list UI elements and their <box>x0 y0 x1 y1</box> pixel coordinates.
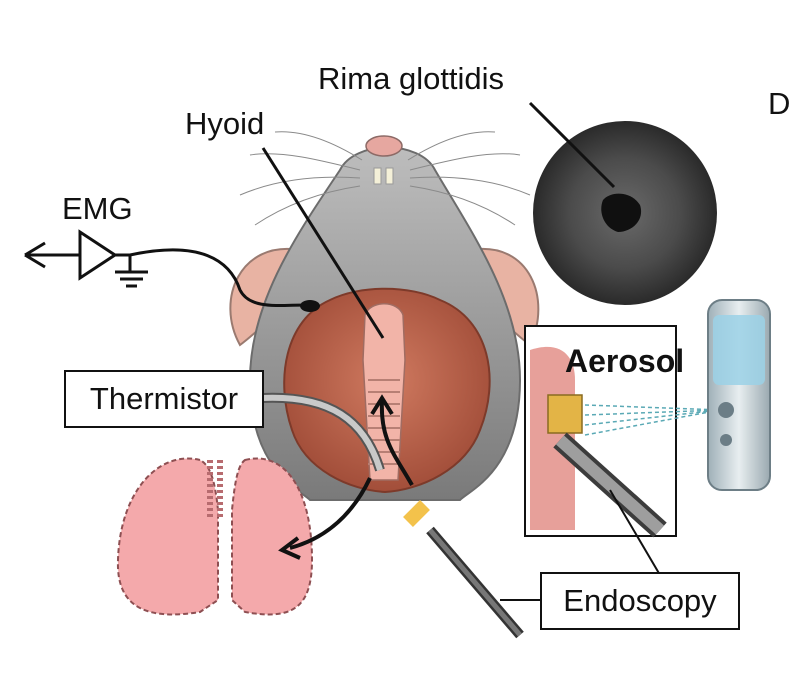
label-thermistor: Thermistor <box>64 370 264 428</box>
lung-arrow <box>289 477 372 550</box>
nebulizer-bottle <box>707 299 771 491</box>
aerosol-inset-illustration <box>530 346 721 538</box>
lungs-illustration <box>116 457 314 616</box>
label-hyoid: Hyoid <box>185 106 265 141</box>
label-rima-glottidis: Rima glottidis <box>318 61 505 96</box>
label-emg: EMG <box>62 191 133 226</box>
airflow-arrow <box>370 394 414 486</box>
glottis-opening <box>601 193 642 232</box>
endoscope-rod <box>403 500 524 639</box>
rat-illustration <box>229 131 540 501</box>
panel-letter: D <box>768 86 791 121</box>
emg-electrode <box>300 300 320 312</box>
label-aerosol: Aerosol <box>565 343 685 379</box>
emg-amplifier-symbol <box>24 229 306 308</box>
label-endoscopy: Endoscopy <box>540 572 740 630</box>
